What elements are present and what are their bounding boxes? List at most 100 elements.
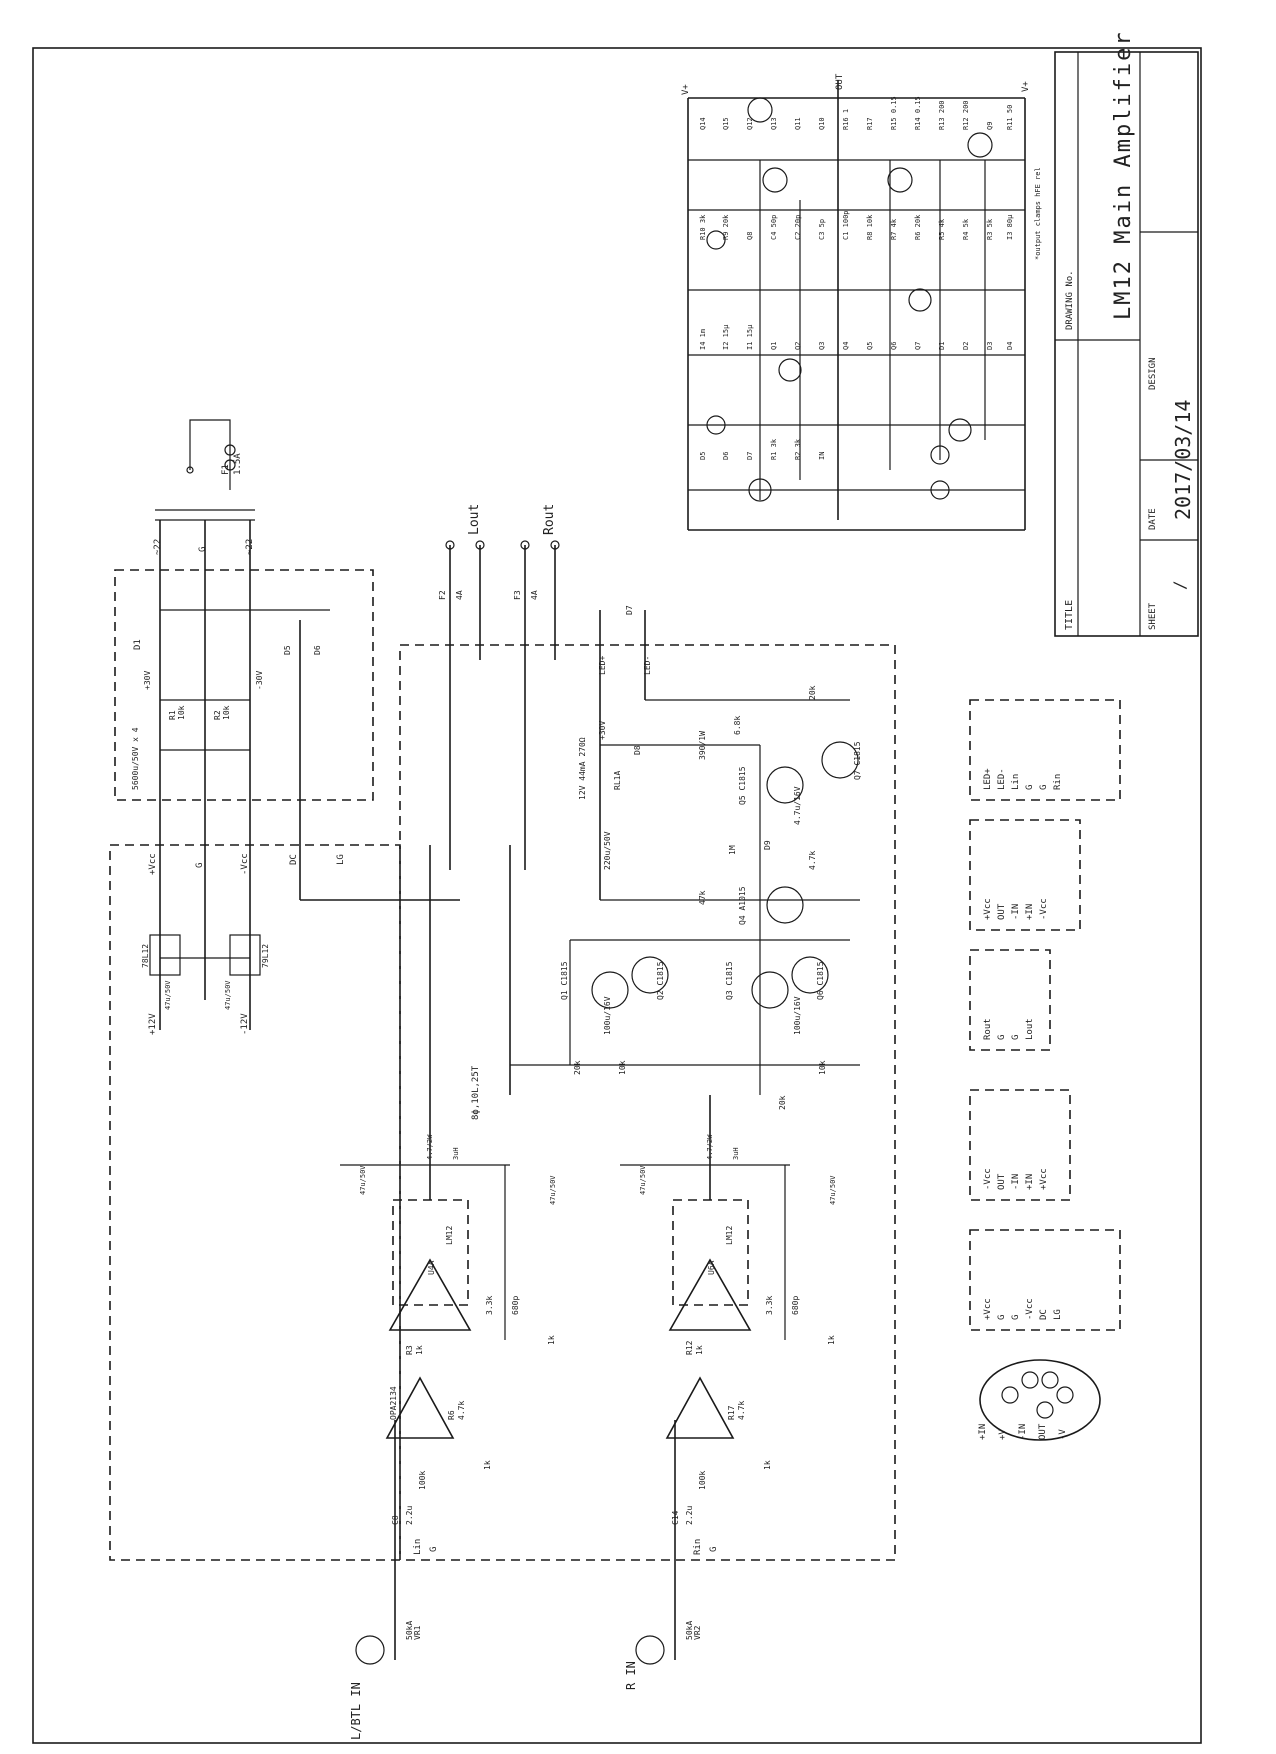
l1-value: 3uH — [452, 1147, 460, 1160]
right-input-jack: R IN — [624, 1661, 638, 1690]
coil-spec: 8ϕ,10L,25T — [471, 1065, 481, 1120]
left-channel: L/BTL IN VR1 50kA Lin G C8 2.2u 100k OPA… — [340, 1065, 557, 1740]
connector-pin-pin_labels4-4: +Vcc — [1039, 1168, 1049, 1190]
lm12-label-4: Q11 — [794, 117, 802, 130]
r14-value: 100k — [698, 1471, 707, 1490]
lm12-out: OUT — [835, 73, 845, 90]
lm12-right: LM12 — [725, 1226, 734, 1245]
connector-pin-pin_labels2-2: -IN — [1011, 904, 1021, 920]
relay-label: 12V 44mA 270Ω — [578, 737, 587, 800]
c13-value: 100u/16V — [603, 996, 612, 1035]
lm12-label-5: Q10 — [818, 117, 826, 130]
lm12-label-35: Q5 — [866, 342, 874, 350]
c18-value: 100u/16V — [793, 996, 802, 1035]
vcc-label: +Vcc — [148, 853, 158, 875]
title-block: TITLE LM12 Main Amplifier DRAWING No. DE… — [1054, 30, 1199, 637]
lm12-label-42: D5 — [699, 452, 707, 460]
lin-label: Lin — [413, 1539, 423, 1555]
connector-pin-pin_labels3-1: G — [997, 1035, 1007, 1040]
r19-value: 6.8k — [733, 716, 742, 735]
f2-label: F2 — [438, 590, 447, 600]
lm12-label-46: R2 3k — [794, 438, 802, 460]
lm12-label-44: D7 — [746, 452, 754, 460]
lg-label: LG — [336, 854, 346, 865]
connector-pin-pkg-3: OUT — [1038, 1423, 1048, 1440]
u1-cap: 47u/50V — [164, 980, 172, 1010]
lm12-label-36: Q6 — [890, 342, 898, 350]
r3-label: R3 — [405, 1345, 414, 1355]
date-value: 2017/03/14 — [1171, 400, 1195, 520]
power-supply: ~22 G ~22 F1 1.5A D1 +30V -30V 5600u/50V… — [109, 419, 460, 1561]
r21-value: 3.3k — [765, 1296, 774, 1315]
outputs: Lout Rout F2 4A F3 4A — [429, 504, 560, 1125]
lm12-label-22: R7 4k — [890, 218, 898, 240]
connector-pin-pin_labels4-0: -Vcc — [983, 1168, 993, 1190]
lin-g-label: G — [429, 1547, 439, 1552]
r1-value: 10k — [177, 705, 186, 720]
lm12-label-30: I1 15μ — [746, 324, 754, 350]
lm12-vplus-right: V+ — [1021, 81, 1031, 92]
connector-pin-pin_labels3-3: Lout — [1025, 1018, 1035, 1040]
lm12-label-37: Q7 — [914, 342, 922, 350]
m12-label: -12V — [240, 1013, 250, 1035]
lm12-label-17: C4 50p — [770, 215, 778, 240]
rin-g-label: G — [709, 1547, 719, 1552]
dc-label: DC — [289, 854, 299, 865]
c11b-value: 220u/50V — [603, 831, 612, 870]
caps-label: 5600u/50V x 4 — [131, 727, 140, 790]
r2-label: R2 — [213, 710, 222, 720]
connector-pin-pin_labels3-0: Rout — [983, 1018, 993, 1040]
c8-label: C8 — [391, 1515, 400, 1525]
lm12-label-3: Q13 — [770, 117, 778, 130]
connector-pin-pkg-1: +V — [998, 1429, 1008, 1440]
q3-label: Q3 C1815 — [725, 961, 734, 1000]
r23-value: 4.7k — [808, 851, 817, 870]
f3-label: F3 — [513, 590, 522, 600]
connector-pin-pin_labels5-1: G — [997, 1315, 1007, 1320]
lm12-label-41: D4 — [1006, 342, 1014, 350]
lm12-label-25: R4 5k — [962, 218, 970, 240]
connector-pin-pin_labels2-1: OUT — [997, 903, 1007, 920]
r12-label: R12 — [685, 1340, 694, 1355]
r1-label: R1 — [168, 710, 177, 720]
connector-pin-pin_labels2-0: +Vcc — [983, 898, 993, 920]
d7-label: D7 — [625, 605, 634, 615]
lm12-label-15: R9 20k — [722, 214, 730, 240]
rout-jack: Rout — [542, 504, 557, 535]
lm12-label-24: R5 4k — [938, 218, 946, 240]
rin-label: Rin — [693, 1539, 703, 1555]
connector-pin-pin_labels5-2: G — [1011, 1315, 1021, 1320]
connector-pin-pin_labels-5: Rin — [1053, 774, 1063, 790]
lm12-label-31: Q1 — [770, 342, 778, 350]
lout-jack: Lout — [467, 504, 482, 535]
r16-value: 390/1W — [698, 731, 707, 760]
design-label: DESIGN — [1148, 357, 1158, 390]
q7-label: Q7 C1815 — [853, 741, 862, 780]
d9-label: D9 — [763, 840, 772, 850]
r6-value: 4.7k — [457, 1401, 466, 1420]
q2-label: Q2 C1815 — [656, 961, 665, 1000]
lm12-label-47: IN — [818, 452, 826, 460]
lm12-label-18: C2 20p — [794, 215, 802, 240]
c14-label: C14 — [671, 1510, 680, 1525]
r15-value: 47k — [698, 890, 707, 905]
connector-pin-pin_labels5-4: DC — [1039, 1309, 1049, 1320]
drawing-no-label: DRAWING No. — [1065, 270, 1075, 330]
u1-label: 78L12 — [141, 944, 150, 968]
connector-pin-pin_labels-0: LED+ — [983, 768, 993, 790]
r9-value: 1k — [547, 1335, 556, 1345]
led-minus: LED- — [643, 656, 652, 675]
ac-label-2: ~22 — [245, 539, 255, 555]
mvcc-label: -Vcc — [240, 853, 250, 875]
lm12-label-10: R13 200 — [938, 100, 946, 130]
fuse-f1-value: 1.5A — [233, 453, 243, 475]
c15-value: 680p — [791, 1296, 800, 1315]
lm12-label-39: D2 — [962, 342, 970, 350]
lm12-label-8: R15 0.15 — [890, 96, 898, 130]
r25-value: 1k — [827, 1335, 836, 1345]
led-plus: LED+ — [598, 656, 607, 675]
lm12-label-6: R16 1 — [842, 109, 850, 130]
lm12-label-12: Q9 — [986, 122, 994, 130]
